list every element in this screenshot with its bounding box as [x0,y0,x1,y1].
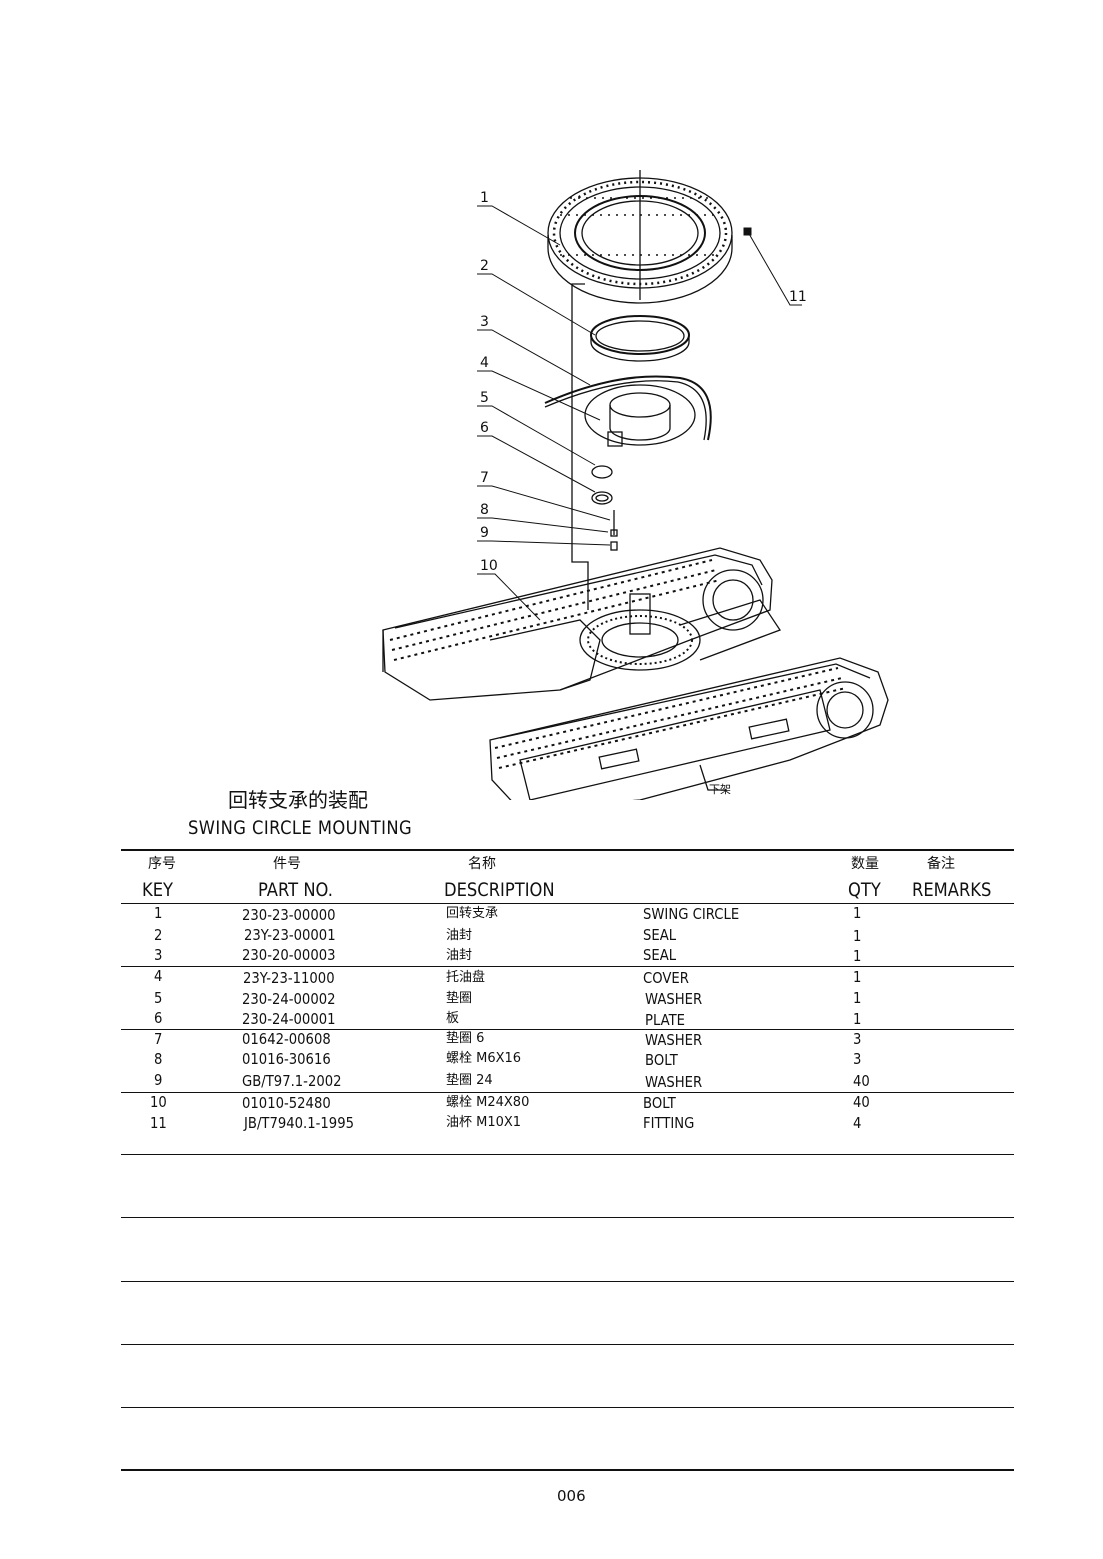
row-part-no: 23Y-23-11000 [243,969,335,987]
row-desc-cn: 垫圈 6 [446,1031,485,1046]
header-part-no: PART NO. [258,879,333,901]
row-qty: 1 [853,927,862,945]
row-desc-en: SWING CIRCLE [643,905,740,923]
header-part-cn: 件号 [273,856,301,872]
row-part-no: 01010-52480 [242,1094,331,1112]
row-key: 6 [154,1009,163,1027]
callout-2: 2 [480,258,489,274]
callout-10: 10 [480,558,498,574]
header-qty-cn: 数量 [851,856,879,872]
row-key: 2 [154,926,163,944]
row-part-no: 01016-30616 [242,1050,331,1068]
row-desc-en: SEAL [643,926,677,944]
row-desc-en: WASHER [645,1073,703,1091]
row-part-no: JB/T7940.1-1995 [244,1114,355,1132]
row-desc-en: COVER [643,969,689,987]
row-desc-cn: 板 [446,1011,460,1026]
swing-circle-drawing [547,170,733,304]
row-key: 1 [154,904,163,922]
callout-5: 5 [480,390,489,406]
row-desc-en: BOLT [645,1051,678,1069]
row-desc-cn: 回转支承 [446,906,499,921]
row-qty: 1 [853,989,862,1007]
group-rule [121,1029,1014,1030]
header-rule [121,903,1014,904]
blank-row-rule [121,1344,1014,1345]
row-desc-cn: 托油盘 [446,970,486,985]
blank-row-rule [121,1217,1014,1218]
row-qty: 1 [853,1010,862,1028]
blank-row-rule [121,1407,1014,1408]
row-part-no: GB/T97.1-2002 [242,1072,342,1090]
row-key: 9 [154,1071,163,1089]
row-qty: 1 [853,904,862,922]
page-number: 006 [557,1487,586,1505]
row-qty: 40 [853,1072,870,1090]
row-part-no: 230-20-00003 [242,946,336,964]
row-desc-cn: 油封 [446,928,473,943]
header-qty: QTY [848,879,881,901]
row-desc-en: WASHER [645,990,703,1008]
blank-row-rule [121,1154,1014,1155]
row-part-no: 230-23-00000 [242,906,336,924]
assembly-drawing [382,170,889,800]
row-qty: 40 [853,1093,870,1111]
callout-8: 8 [480,502,489,518]
blank-row-rule [121,1281,1014,1282]
row-part-no: 230-24-00001 [242,1010,336,1028]
group-rule [121,1092,1014,1093]
header-remarks-cn: 备注 [927,856,955,872]
row-key: 4 [154,967,163,985]
row-key: 8 [154,1050,163,1068]
row-key: 3 [154,946,163,964]
callout-6: 6 [480,420,489,436]
row-part-no: 01642-00608 [242,1030,331,1048]
callout-9: 9 [480,525,489,541]
row-qty: 3 [853,1030,862,1048]
row-desc-en: PLATE [645,1011,686,1029]
row-desc-en: WASHER [645,1031,703,1049]
header-description: DESCRIPTION [444,879,555,901]
row-desc-cn: 垫圈 24 [446,1073,493,1088]
row-desc-cn: 螺栓 M6X16 [446,1051,522,1066]
title-chinese: 回转支承的装配 [228,788,368,812]
callout-1: 1 [480,190,489,206]
callout-3: 3 [480,314,489,330]
row-qty: 4 [853,1114,862,1132]
row-part-no: 230-24-00002 [242,990,336,1008]
row-desc-en: FITTING [643,1114,695,1132]
table-bottom-rule [121,1469,1014,1471]
row-key: 11 [150,1114,167,1132]
callout-11: 11 [789,289,807,305]
callout-7: 7 [480,470,489,486]
row-desc-cn: 油封 [446,948,473,963]
row-qty: 1 [853,968,862,986]
row-key: 5 [154,989,163,1007]
row-desc-cn: 螺栓 M24X80 [446,1095,530,1110]
frame-label: 下架 [709,783,731,796]
row-key: 10 [150,1093,167,1111]
row-part-no: 23Y-23-00001 [244,926,336,944]
row-desc-cn: 垫圈 [446,991,473,1006]
lower-frame-drawing [382,547,889,800]
row-desc-en: BOLT [643,1094,676,1112]
header-key: KEY [142,879,174,901]
callout-4: 4 [480,355,489,371]
row-qty: 3 [853,1050,862,1068]
title-english: SWING CIRCLE MOUNTING [188,817,413,839]
header-remarks: REMARKS [912,879,992,901]
header-desc-cn: 名称 [468,856,496,872]
row-key: 7 [154,1030,163,1048]
row-desc-en: SEAL [643,946,677,964]
row-qty: 1 [853,947,862,965]
exploded-diagram: 1 2 3 4 5 6 7 8 9 10 11 下架 [382,170,889,800]
group-rule [121,966,1014,967]
table-top-rule [121,849,1014,851]
row-desc-cn: 油杯 M10X1 [446,1115,522,1130]
header-key-cn: 序号 [148,856,176,872]
